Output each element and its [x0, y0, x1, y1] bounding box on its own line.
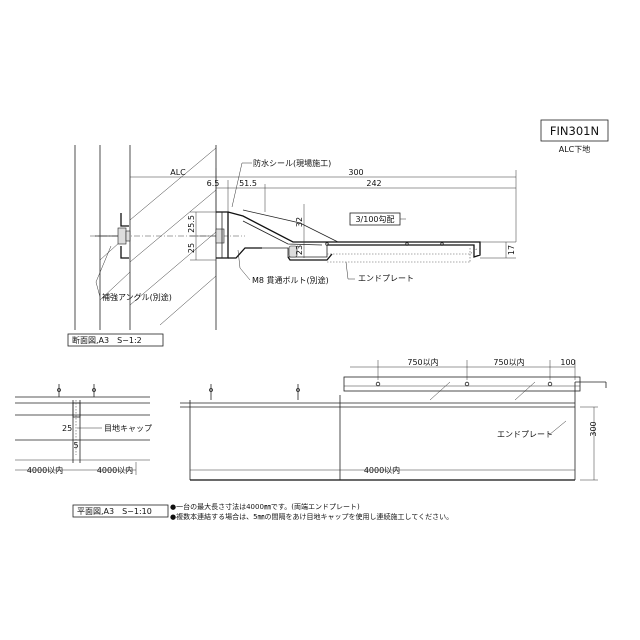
dim-242: 242: [366, 179, 381, 188]
drawing-code: FIN301N: [550, 124, 599, 138]
angle-label: 補強アングル(別途): [102, 292, 172, 302]
dim-total-4000: 4000以内: [364, 465, 400, 475]
section-caption: 断面図,A3 S−1:2: [72, 335, 142, 345]
end-plate-label: エンドプレート: [358, 274, 414, 283]
bolt-label: M8 貫通ボルト(別途): [252, 275, 329, 285]
plan-end-plate-label: エンドプレート: [497, 430, 553, 439]
dim-alc: ALC: [170, 168, 186, 177]
dim-gap-5: 5: [73, 441, 78, 450]
dim-25-5: 25.5: [187, 215, 196, 233]
drawing-subtitle: ALC下地: [559, 144, 591, 154]
dim-gap-25: 25: [62, 424, 72, 433]
note-1: ●一台の最大長さ寸法は4000㎜です。(両端エンドプレート): [170, 502, 360, 511]
dim-depth-300: 300: [589, 421, 598, 436]
plan-view-joint: 目地キャップ 25 5 4000以内 4000以内: [15, 384, 152, 475]
slope-label: 3/100勾配: [355, 214, 394, 224]
dim-6-5: 6.5: [207, 179, 220, 188]
title-box: [540, 119, 609, 142]
plan-view-main: 750以内 750以内 100 300 エンドプレート 4000以内: [180, 357, 607, 481]
dim-25: 25: [187, 243, 196, 253]
waterproof-seal-label: 防水シール(現場施工): [253, 158, 331, 168]
dim-end-100: 100: [560, 358, 575, 367]
dim-32: 32: [295, 217, 304, 227]
note-2: ●複数本連結する場合は、5㎜の間隔をあけ目地キャップを使用し連続施工してください…: [170, 512, 453, 521]
joint-cap-label: 目地キャップ: [104, 423, 152, 433]
dim-300: 300: [348, 168, 363, 177]
dim-left-4000: 4000以内: [27, 465, 63, 475]
dim-right-4000: 4000以内: [97, 465, 133, 475]
dim-51-5: 51.5: [239, 179, 257, 188]
dim-23: 23: [295, 245, 304, 255]
plan-caption: 平面図,A3 S−1:10: [77, 507, 152, 516]
section-view: ALC 300 6.5 51.5 242 25.5 25 32 23 17 3/…: [67, 145, 517, 347]
dim-17: 17: [507, 245, 516, 255]
dim-pitch-2: 750以内: [493, 357, 524, 367]
dim-pitch-1: 750以内: [407, 357, 438, 367]
